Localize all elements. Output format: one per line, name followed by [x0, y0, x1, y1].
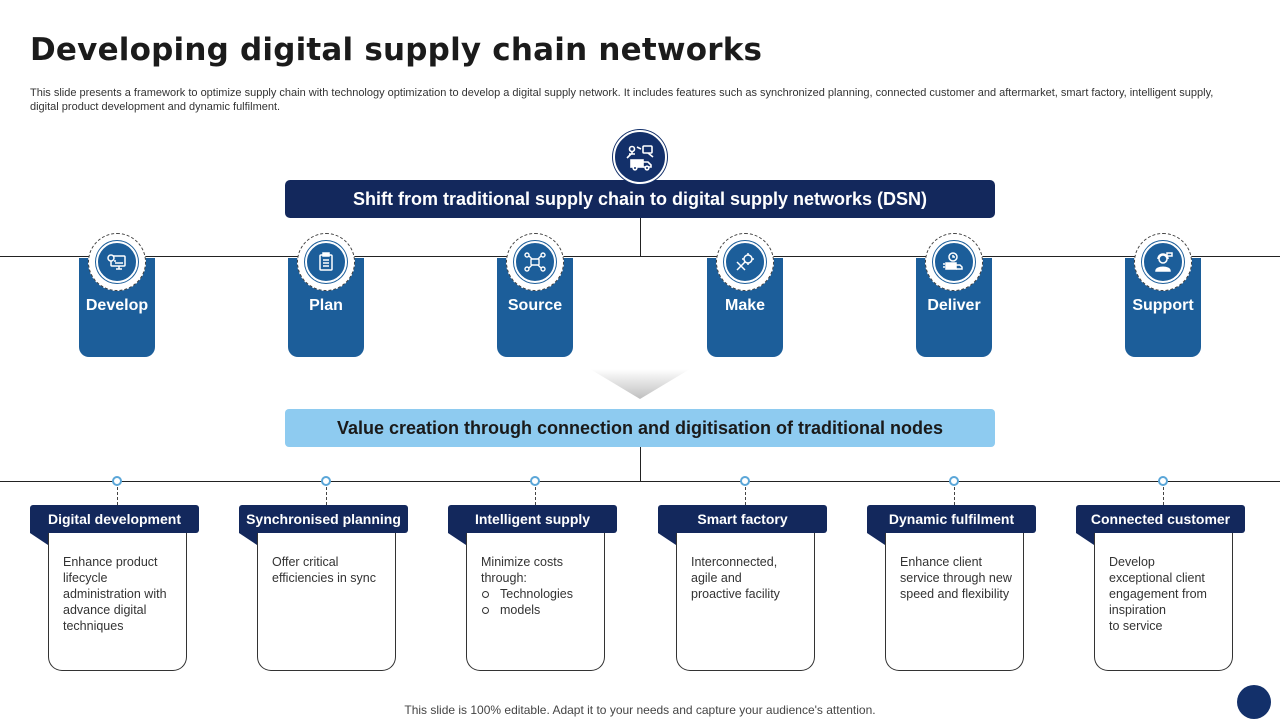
phase-ring — [925, 233, 983, 291]
phase-ring — [506, 233, 564, 291]
phase-label: Support — [1132, 297, 1194, 314]
connector-dot — [321, 476, 331, 486]
connector-dot — [949, 476, 959, 486]
mid-banner: Value creation through connection and di… — [285, 409, 995, 447]
phase-label: Make — [724, 297, 766, 314]
card-header-fold — [1076, 533, 1094, 545]
delivery-truck-icon — [933, 241, 975, 283]
phase-label: Plan — [309, 297, 343, 314]
page-title: Developing digital supply chain networks — [30, 32, 763, 68]
connector-dot — [1158, 476, 1168, 486]
dashed-connector — [535, 487, 536, 505]
card-header: Intelligent supply — [448, 505, 617, 533]
footer-note: This slide is 100% editable. Adapt it to… — [404, 703, 876, 717]
card-header: Dynamic fulfilment — [867, 505, 1036, 533]
phase-ring — [716, 233, 774, 291]
down-arrow-shape — [590, 369, 690, 399]
phase-ring — [88, 233, 146, 291]
card-header-fold — [867, 533, 885, 545]
phase-label: Source — [507, 297, 563, 314]
page-subtitle: This slide presents a framework to optim… — [30, 87, 1214, 113]
card-smart-factory: Interconnected, agile and proactive faci… — [676, 522, 815, 671]
card-bullet-list: Technologies models — [481, 586, 596, 618]
card-header: Smart factory — [658, 505, 827, 533]
dashed-connector — [745, 487, 746, 505]
dashed-connector — [954, 487, 955, 505]
card-body: Enhance product lifecycle administration… — [63, 555, 167, 633]
phase-ring — [1134, 233, 1192, 291]
card-header: Synchronised planning — [239, 505, 408, 533]
phase-label: Deliver — [927, 297, 981, 314]
card-body: Interconnected, agile and proactive faci… — [691, 555, 780, 601]
dashed-connector — [1163, 487, 1164, 505]
tools-gear-icon — [724, 241, 766, 283]
phase-ring — [297, 233, 355, 291]
top-horizontal-connector — [0, 256, 1280, 257]
connector-dot — [740, 476, 750, 486]
card-body: Develop exceptional client engagement fr… — [1109, 555, 1207, 633]
card-header-fold — [658, 533, 676, 545]
card-bullet: Technologies — [481, 586, 596, 602]
card-synchronised-planning: Offer critical efficiencies in sync — [257, 522, 396, 671]
monitor-gear-icon — [96, 241, 138, 283]
clipboard-list-icon — [305, 241, 347, 283]
card-header-fold — [30, 533, 48, 545]
network-hub-icon — [514, 241, 556, 283]
dashed-connector — [326, 487, 327, 505]
customer-support-icon — [1142, 241, 1184, 283]
bottom-vertical-connector — [640, 447, 641, 481]
card-digital-development: Enhance product lifecycle administration… — [48, 522, 187, 671]
bottom-horizontal-connector — [0, 481, 1280, 482]
truck-network-icon — [613, 130, 667, 184]
dashed-connector — [117, 487, 118, 505]
card-header: Digital development — [30, 505, 199, 533]
top-vertical-connector — [640, 218, 641, 256]
card-bullet: models — [481, 602, 596, 618]
card-body: Enhance client service through new speed… — [900, 555, 1012, 601]
card-body: Offer critical efficiencies in sync — [272, 555, 376, 585]
card-intelligent-supply: Minimize costs through: Technologies mod… — [466, 522, 605, 671]
card-header-fold — [448, 533, 466, 545]
card-header: Connected customer — [1076, 505, 1245, 533]
corner-decoration — [1237, 685, 1271, 719]
connector-dot — [112, 476, 122, 486]
connector-dot — [530, 476, 540, 486]
card-body: Minimize costs through: — [481, 555, 563, 585]
top-banner: Shift from traditional supply chain to d… — [285, 180, 995, 218]
card-header-fold — [239, 533, 257, 545]
card-dynamic-fulfilment: Enhance client service through new speed… — [885, 522, 1024, 671]
card-connected-customer: Develop exceptional client engagement fr… — [1094, 522, 1233, 671]
phase-label: Develop — [85, 297, 149, 314]
